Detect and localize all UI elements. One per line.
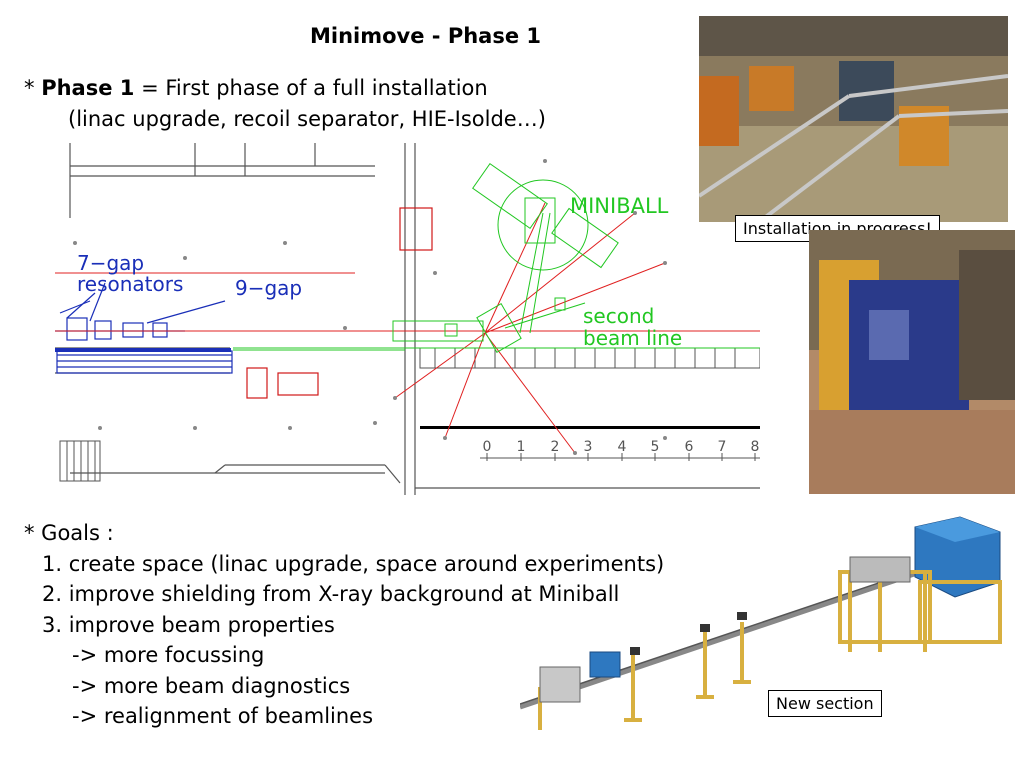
phase-bullet: * bbox=[24, 76, 35, 100]
linac-bar bbox=[55, 348, 231, 352]
phase-examples: (linac upgrade, recoil separator, HIE-Is… bbox=[68, 107, 546, 131]
second-label: second bbox=[583, 304, 654, 328]
gap9-label: 9−gap bbox=[235, 276, 302, 300]
new-section-caption: New section bbox=[768, 690, 882, 717]
goal-item: 2. improve shielding from X-ray backgrou… bbox=[42, 582, 620, 606]
beamline-layout-drawing: 0 1 2 3 4 5 6 7 8 MINIBALL second beam l… bbox=[55, 143, 760, 495]
scale-2: 2 bbox=[551, 439, 560, 455]
red-components bbox=[246, 207, 433, 399]
scale-labels: 0 1 2 3 4 5 6 7 8 bbox=[483, 439, 760, 455]
miniball-setup bbox=[233, 162, 760, 354]
beam-lines bbox=[55, 202, 760, 454]
phase-label: Phase 1 bbox=[41, 76, 135, 100]
resonators-label: resonators bbox=[77, 272, 183, 296]
scale-1: 1 bbox=[517, 439, 526, 455]
building-outline bbox=[55, 143, 760, 495]
scale-3: 3 bbox=[584, 439, 593, 455]
new-section-rendering bbox=[520, 516, 1002, 730]
goal-subitem: -> more beam diagnostics bbox=[72, 673, 351, 698]
linac-structure bbox=[55, 282, 233, 374]
goals-list: * Goals : 1. create space (linac upgrade… bbox=[24, 518, 664, 732]
scale-bar bbox=[480, 453, 760, 461]
experiment-hall-photo bbox=[809, 230, 1015, 494]
slide-title: Minimove - Phase 1 bbox=[310, 24, 541, 48]
goals-heading: * Goals : bbox=[24, 521, 114, 545]
goal-subitem: -> realignment of beamlines bbox=[72, 704, 374, 728]
scale-6: 6 bbox=[685, 439, 694, 455]
installation-photo bbox=[699, 16, 1008, 222]
scale-7: 7 bbox=[718, 439, 727, 455]
goal-item: 1. create space (linac upgrade, space ar… bbox=[42, 551, 665, 576]
scale-0: 0 bbox=[483, 439, 492, 455]
phase-definition: * Phase 1 = First phase of a full instal… bbox=[24, 76, 488, 100]
scale-8: 8 bbox=[751, 439, 760, 455]
goal-subitem: -> more focussing bbox=[72, 643, 265, 667]
gap7-label: 7−gap bbox=[77, 251, 144, 275]
scale-5: 5 bbox=[651, 439, 660, 455]
scale-4: 4 bbox=[618, 439, 627, 455]
beam-line-label: beam line bbox=[583, 326, 682, 350]
phase-definition-text: = First phase of a full installation bbox=[141, 76, 488, 100]
wall-bar bbox=[420, 426, 760, 429]
survey-points bbox=[73, 159, 667, 455]
goal-item: 3. improve beam properties bbox=[42, 612, 335, 637]
shielding-blocks bbox=[59, 347, 760, 482]
miniball-label: MINIBALL bbox=[570, 194, 669, 218]
